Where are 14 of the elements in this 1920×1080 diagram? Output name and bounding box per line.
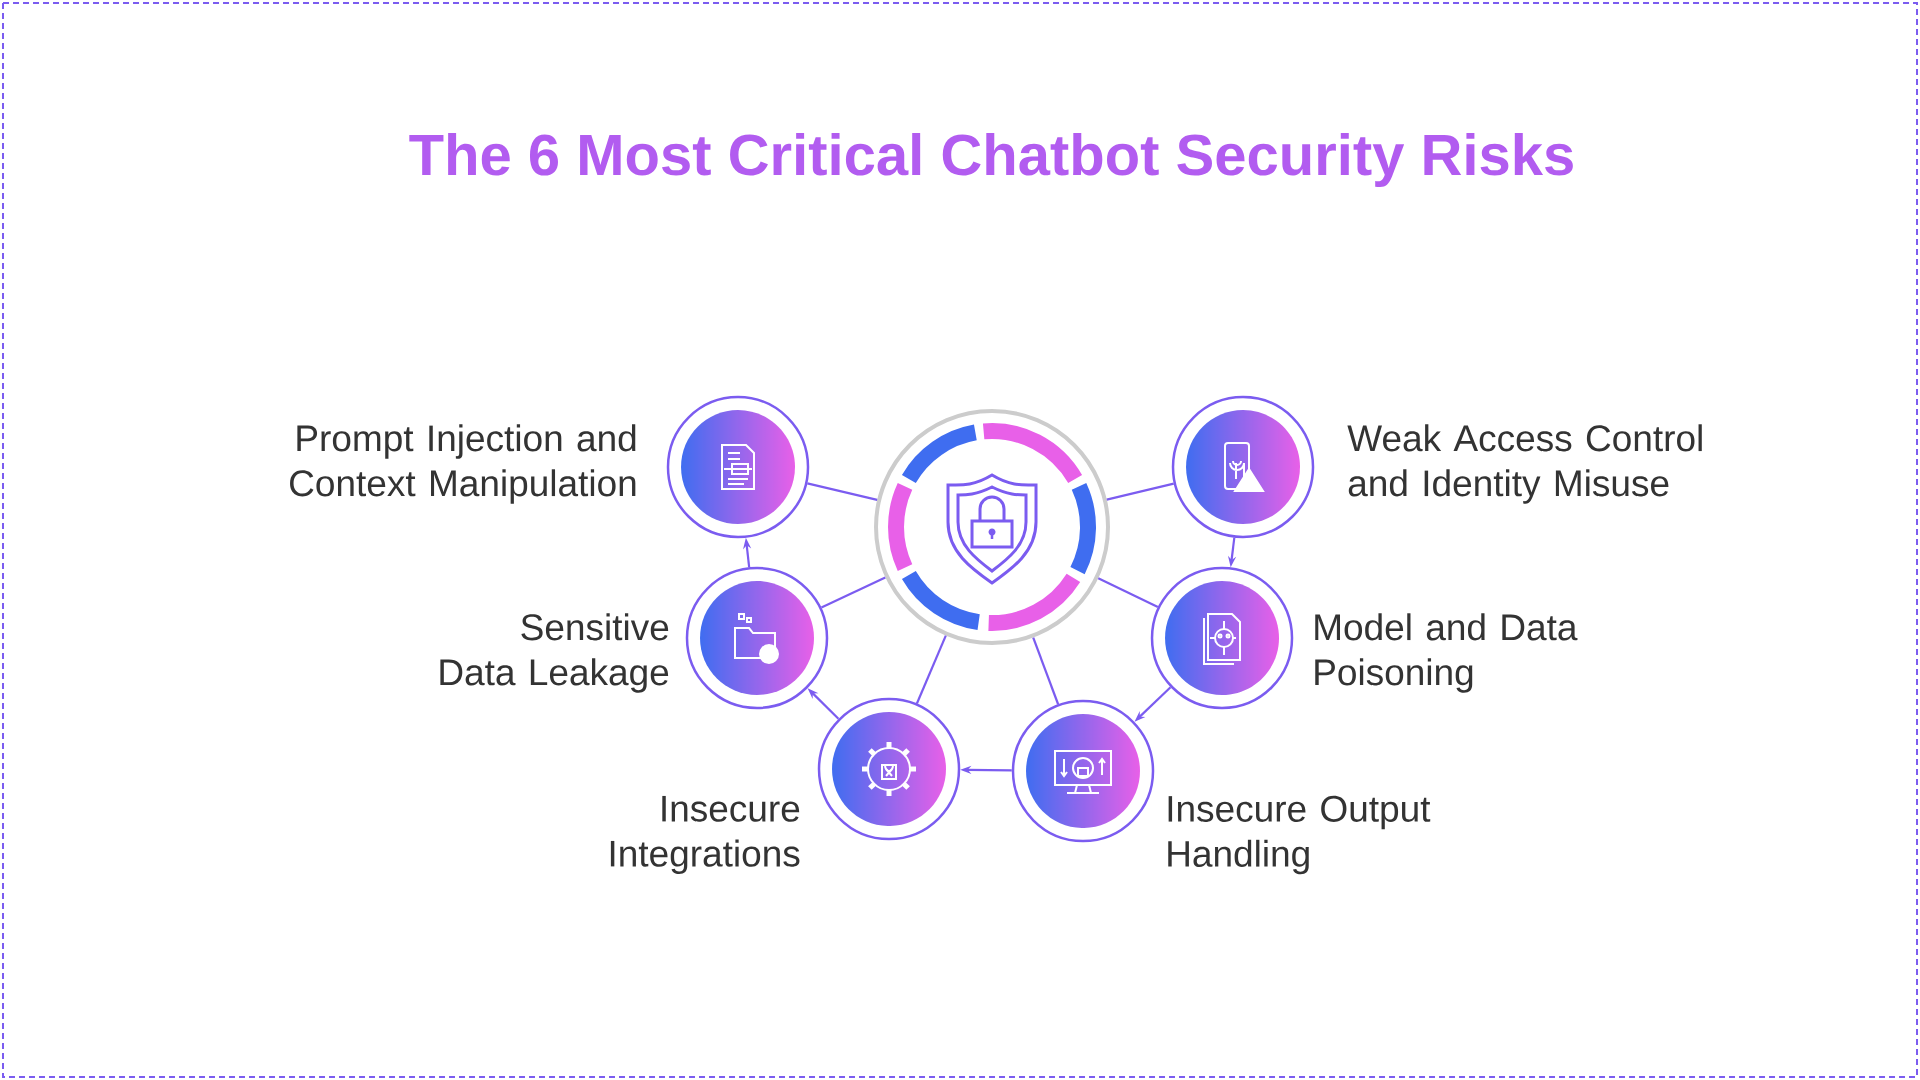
shield-lock-drawing xyxy=(874,409,1110,645)
connector-line xyxy=(1106,482,1174,501)
connector-line xyxy=(1032,637,1060,705)
connector-line xyxy=(820,576,886,609)
risk-label: Insecure Output Handling xyxy=(1168,795,1431,875)
risk-label: Insecure Integrations xyxy=(610,795,800,875)
connector-line xyxy=(1097,577,1159,609)
connector-line xyxy=(915,635,947,704)
risk-label: Sensitive Data Leakage xyxy=(440,613,669,693)
risk-label: Model and Data Poisoning xyxy=(1315,613,1578,693)
connector-line xyxy=(807,482,878,501)
risk-label: Weak Access Control and Identity Misuse xyxy=(1347,424,1702,504)
risk-label: Prompt Injection and Context Manipulation xyxy=(290,424,636,504)
title: The 6 Most Critical Chatbot Security Risks xyxy=(409,132,1573,188)
